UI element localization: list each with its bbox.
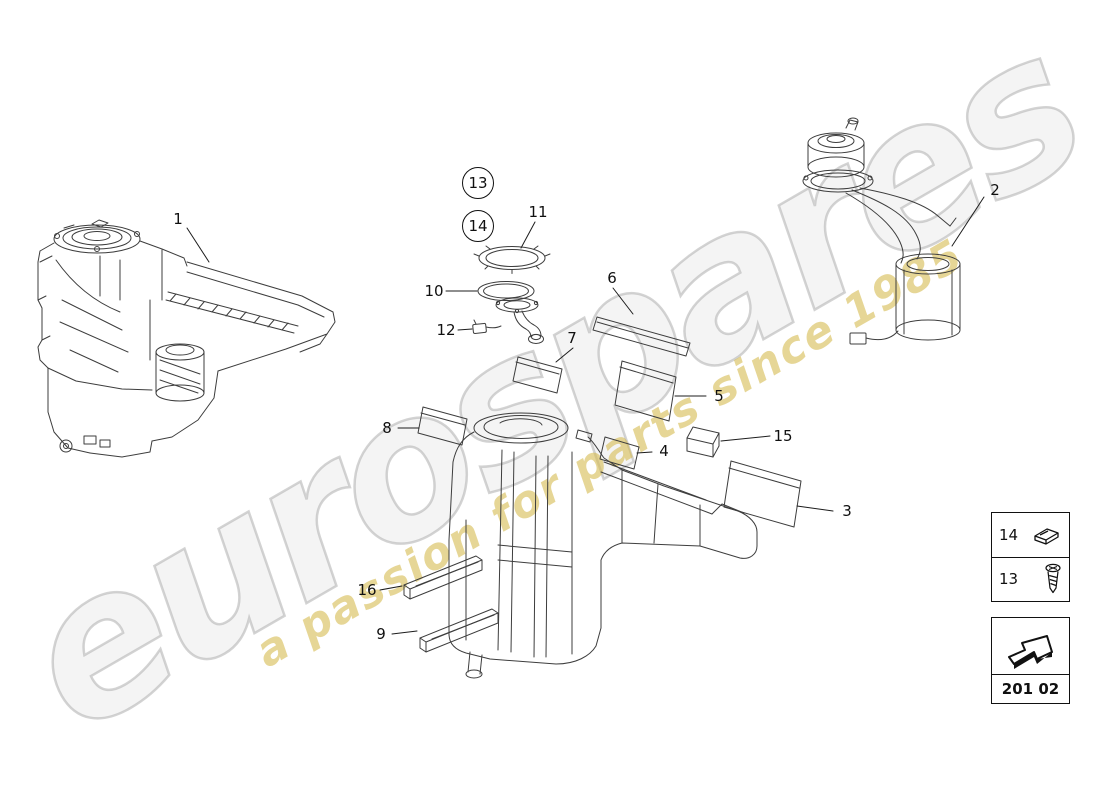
callout-4[interactable]: 4 [659,442,669,460]
callout-12[interactable]: 12 [436,321,456,339]
legend-code-box: 201 02 [991,617,1070,704]
legend-row-clip[interactable]: 14 [992,513,1069,557]
callout-14-circled[interactable]: 14 [462,210,494,242]
callout-11[interactable]: 11 [528,203,548,221]
part-8-absorber-pad [417,406,468,446]
callout-8[interactable]: 8 [382,419,392,437]
center-fuel-tank [448,412,758,679]
callout-3[interactable]: 3 [842,502,852,520]
callout-1[interactable]: 1 [173,210,183,228]
callout-16[interactable]: 16 [357,581,377,599]
part-3-absorber-pad [723,460,802,528]
part-9-rail [419,608,499,653]
callout-5[interactable]: 5 [714,387,724,405]
screw-icon [1045,564,1061,594]
legend-item-number: 13 [999,570,1019,589]
callout-15[interactable]: 15 [773,427,793,445]
callout-2[interactable]: 2 [990,181,1000,199]
clip-icon [1034,528,1059,545]
legend-fastener-box: 14 13 [991,512,1070,602]
filler-flange-and-pipe [495,297,544,344]
callout-6[interactable]: 6 [607,269,617,287]
part-10-seal-ring [477,281,535,301]
part-6-absorber-strip [592,316,691,357]
part-15-absorber-block [686,426,720,458]
callout-10[interactable]: 10 [424,282,444,300]
direction-arrow-icon [1007,635,1053,669]
part-7-absorber-pad [512,356,563,394]
legend-item-number: 14 [999,525,1019,544]
part-2-fuel-pump-assembly [802,117,961,345]
callout-13-circled[interactable]: 13 [462,167,494,199]
part-16-rail [403,555,483,600]
direction-arrow-area [992,618,1069,674]
part-12-connector [472,319,502,334]
part-5-absorber-pad [614,360,677,422]
part-11-locking-ring [473,245,551,274]
diagram-code: 201 02 [992,674,1069,703]
legend-row-screw[interactable]: 13 [992,556,1069,602]
callout-9[interactable]: 9 [376,625,386,643]
leader-lines [186,196,985,635]
part-1-fuel-tank-left [37,219,336,458]
callout-7[interactable]: 7 [567,329,577,347]
part-4-absorber-pad [599,436,640,470]
